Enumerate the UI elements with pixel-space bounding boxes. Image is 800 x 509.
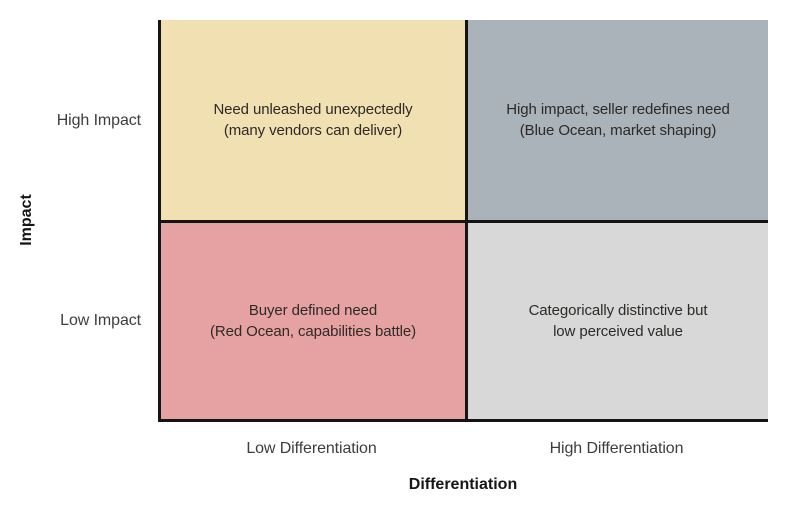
quadrant-top-right: High impact, seller redefines need (Blue… (468, 20, 768, 223)
quadrant-top-right-line1: High impact, seller redefines need (506, 101, 730, 118)
quadrant-bottom-left-line1: Buyer defined need (248, 302, 378, 319)
quadrant-top-right-line2: (Blue Ocean, market shaping) (519, 122, 717, 139)
quadrant-top-left-line1: Need unleashed unexpectedly (213, 101, 413, 118)
quadrant-bottom-right-line2: low perceived value (553, 323, 683, 340)
quadrant-top-left: Need unleashed unexpectedly (many vendor… (161, 20, 468, 223)
y-tick-low-impact: Low Impact (60, 312, 141, 329)
x-axis-title: Differentiation (408, 476, 518, 493)
quadrant-top-left-line2: (many vendors can deliver) (223, 122, 403, 139)
y-tick-high-impact: High Impact (56, 112, 141, 129)
quadrant-bottom-right: Categorically distinctive but low percei… (468, 223, 768, 419)
x-tick-low-differentiation: Low Differentiation (246, 440, 377, 457)
x-tick-high-differentiation: High Differentiation (549, 440, 684, 457)
y-axis-title: Impact (18, 194, 35, 246)
quadrant-bottom-right-line1: Categorically distinctive but (528, 302, 708, 319)
quadrant-bottom-left-line2: (Red Ocean, capabilities battle) (209, 323, 417, 340)
quadrant-bottom-left: Buyer defined need (Red Ocean, capabilit… (161, 223, 468, 419)
matrix-grid: Need unleashed unexpectedly (many vendor… (158, 20, 768, 422)
